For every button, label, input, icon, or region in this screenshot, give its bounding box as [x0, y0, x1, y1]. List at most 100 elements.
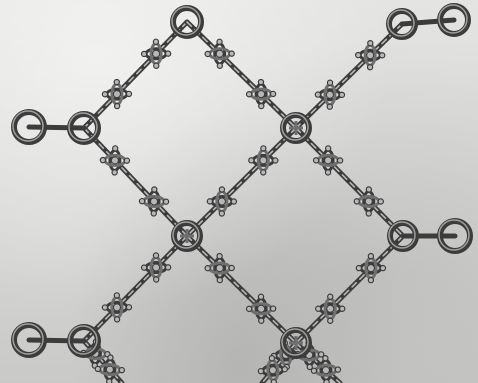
- link-center: [111, 157, 118, 164]
- link-bead: [114, 79, 119, 84]
- link-bead: [154, 63, 159, 68]
- link-bead: [229, 51, 234, 56]
- link-bead: [231, 199, 236, 204]
- link-bead: [354, 199, 359, 204]
- link-center: [367, 52, 374, 59]
- link-bead: [246, 306, 251, 311]
- link-center: [258, 305, 265, 312]
- link-center: [322, 367, 329, 374]
- link-bead: [325, 170, 330, 175]
- link-bead: [326, 146, 331, 151]
- link-bead: [378, 199, 383, 204]
- link-bead: [258, 79, 263, 84]
- link-bead: [356, 266, 361, 271]
- link-center: [269, 366, 277, 374]
- link-bead: [324, 379, 329, 383]
- link-bead: [141, 51, 146, 56]
- link-bead: [113, 146, 118, 151]
- link-bead: [207, 199, 212, 204]
- link-bead: [114, 293, 119, 298]
- link-bead: [141, 265, 146, 270]
- link-bead: [368, 254, 373, 259]
- link-bead: [100, 157, 105, 162]
- link-bead: [219, 187, 224, 192]
- link-center: [326, 91, 333, 98]
- link-bead: [339, 92, 344, 97]
- link-bead: [229, 265, 234, 270]
- link-bead: [102, 92, 107, 97]
- link-bead: [340, 306, 345, 311]
- link-center: [106, 366, 113, 373]
- link-center: [113, 91, 120, 98]
- link-bead: [335, 367, 340, 372]
- link-bead: [258, 368, 264, 374]
- link-bead: [124, 158, 129, 163]
- link-bead: [114, 103, 119, 108]
- link-bead: [217, 253, 222, 258]
- link-bead: [271, 379, 277, 383]
- link-bead: [126, 305, 131, 310]
- link-bead: [367, 65, 372, 70]
- link-bead: [337, 158, 342, 163]
- link-bead: [217, 63, 222, 68]
- link-center: [113, 304, 120, 311]
- link-bead: [311, 368, 316, 373]
- link-bead: [270, 91, 275, 96]
- link-bead: [261, 170, 266, 175]
- link-bead: [269, 355, 275, 361]
- link-bead: [327, 104, 332, 109]
- link-bead: [356, 52, 361, 57]
- link-center: [216, 265, 223, 272]
- link-center: [260, 157, 267, 164]
- link-bead: [323, 355, 328, 360]
- link-center: [365, 198, 372, 205]
- chain-link: [29, 127, 84, 128]
- link-center: [327, 305, 334, 312]
- link-bead: [126, 91, 131, 96]
- link-bead: [328, 294, 333, 299]
- link-bead: [282, 366, 288, 372]
- link-bead: [380, 266, 385, 271]
- link-center: [258, 91, 265, 98]
- link-bead: [217, 39, 222, 44]
- link-bead: [153, 39, 158, 44]
- link-bead: [107, 379, 112, 383]
- link-bead: [313, 158, 318, 163]
- link-bead: [316, 306, 321, 311]
- link-bead: [165, 51, 170, 56]
- chain-link: [29, 340, 84, 341]
- link-bead: [259, 318, 264, 323]
- link-center: [216, 50, 223, 57]
- link-bead: [315, 92, 320, 97]
- link-bead: [328, 318, 333, 323]
- link-bead: [246, 92, 251, 97]
- link-bead: [205, 266, 210, 271]
- link-center: [218, 198, 225, 205]
- link-bead: [154, 277, 159, 282]
- link-bead: [249, 158, 254, 163]
- link-bead: [102, 305, 107, 310]
- link-bead: [259, 103, 264, 108]
- link-bead: [152, 187, 157, 192]
- link-center: [153, 264, 160, 271]
- link-bead: [139, 198, 144, 203]
- link-bead: [368, 41, 373, 46]
- link-bead: [258, 294, 263, 299]
- link-bead: [217, 277, 222, 282]
- link-bead: [114, 317, 119, 322]
- link-bead: [273, 158, 278, 163]
- link-bead: [163, 199, 168, 204]
- link-center: [325, 157, 332, 164]
- link-bead: [153, 253, 158, 258]
- link-bead: [366, 187, 371, 192]
- link-center: [150, 198, 157, 205]
- link-bead: [112, 170, 117, 175]
- link-bead: [165, 265, 170, 270]
- link-bead: [95, 366, 100, 371]
- link-bead: [261, 146, 266, 151]
- link-bead: [380, 53, 385, 58]
- link-bead: [327, 80, 332, 85]
- link-bead: [119, 367, 124, 372]
